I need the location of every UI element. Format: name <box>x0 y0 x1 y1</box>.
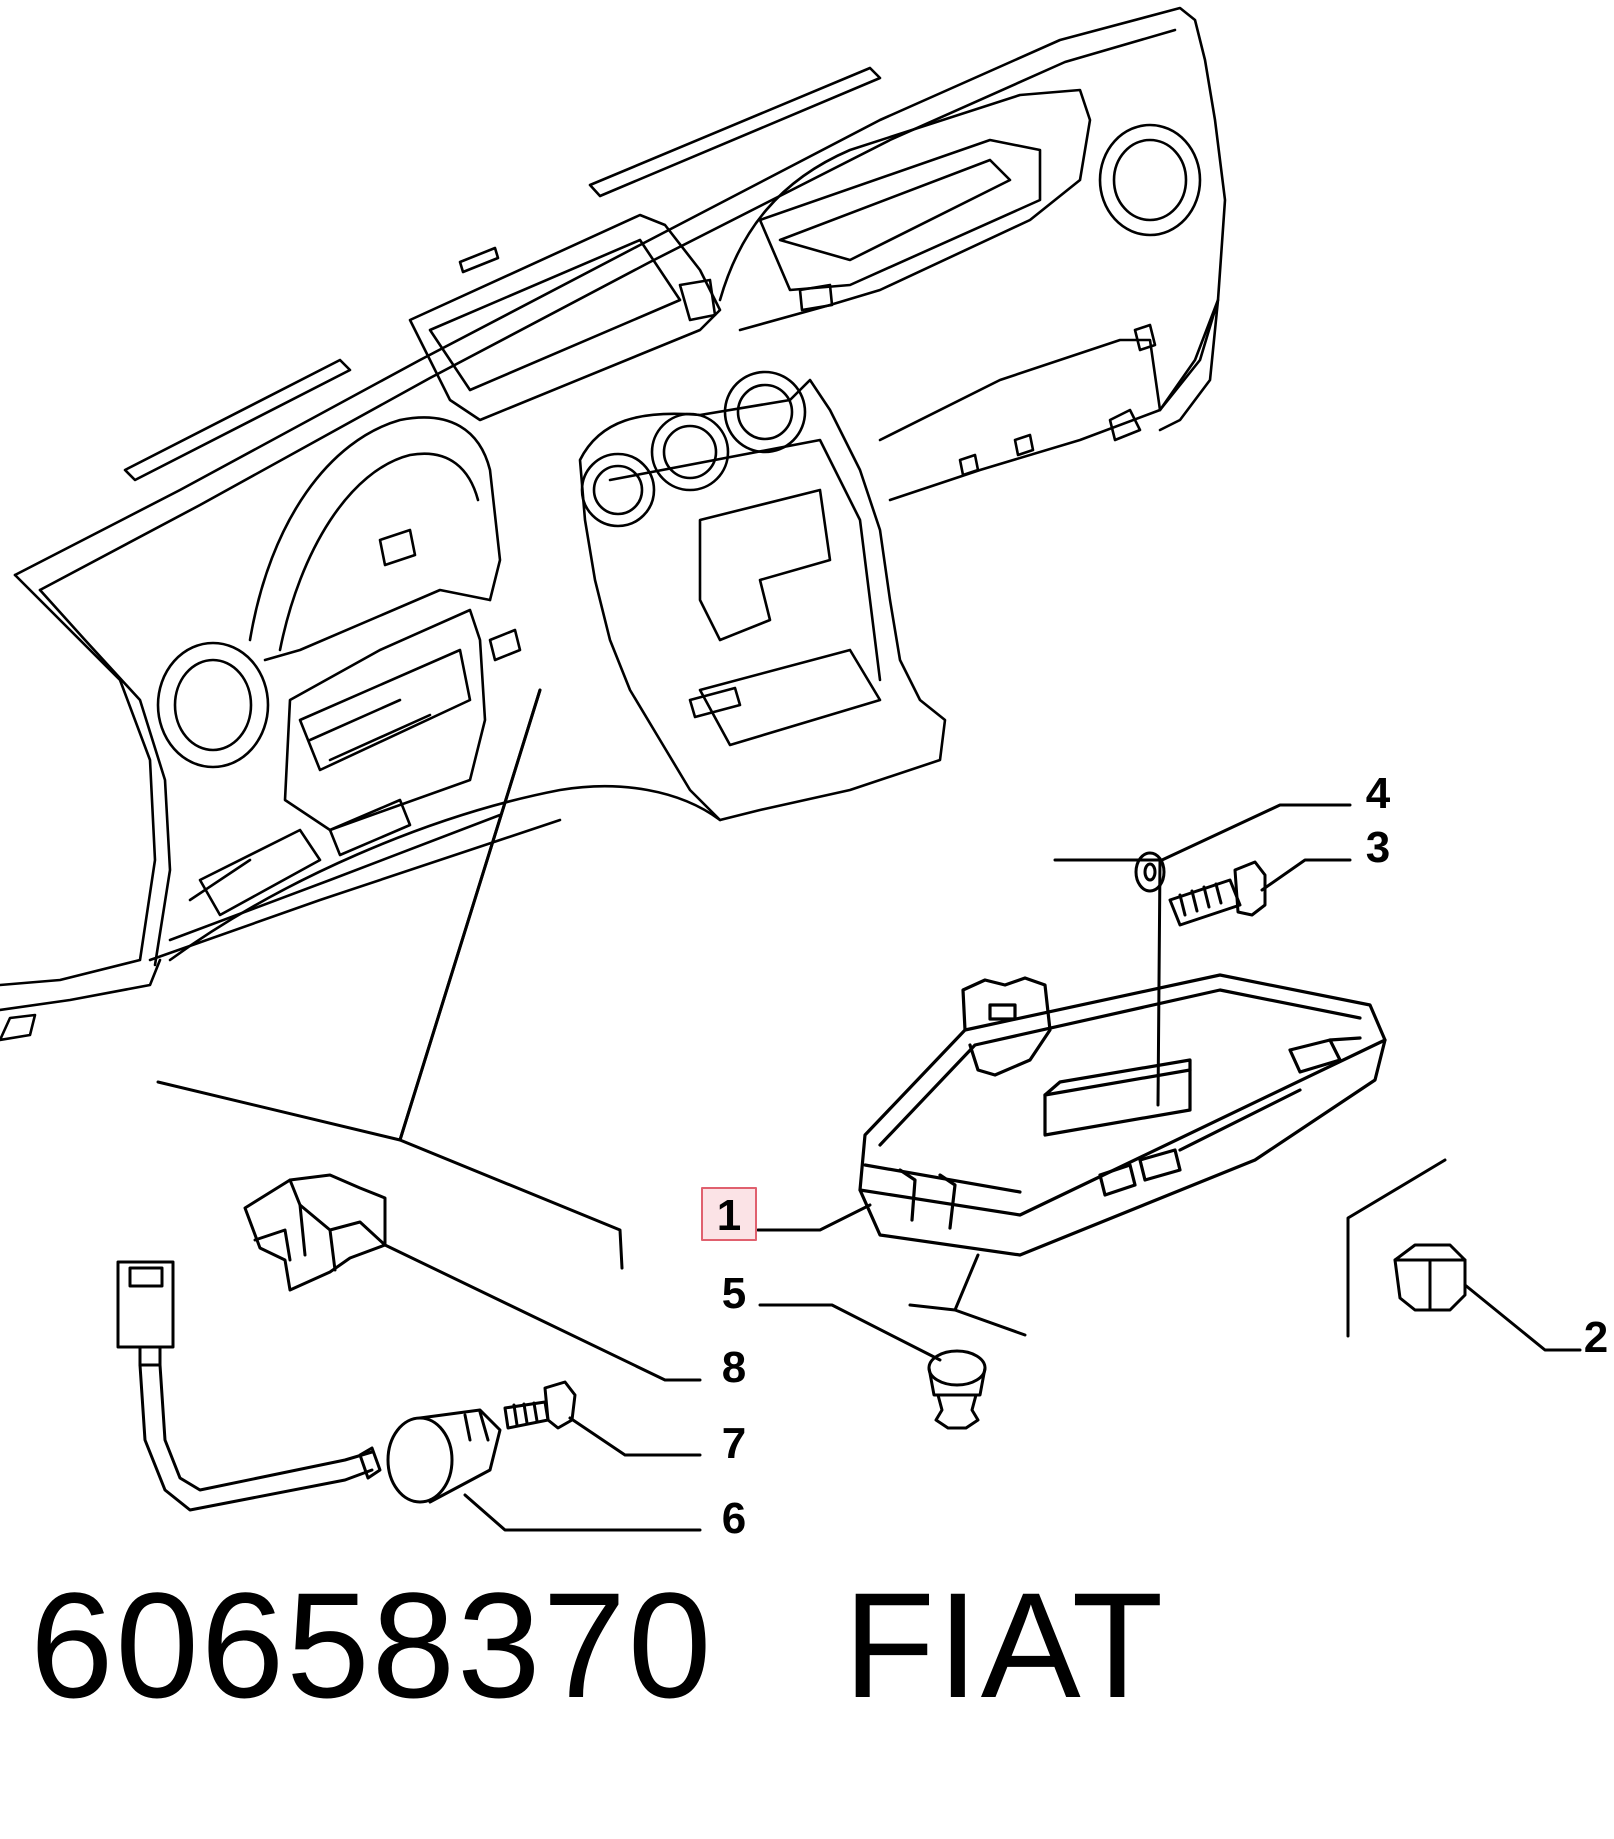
brand-name: FIAT <box>843 1561 1166 1729</box>
leader-1 <box>756 1203 872 1232</box>
part-7-screw <box>503 1380 577 1430</box>
dashboard-drawing <box>0 6 1227 1042</box>
part-8-bracket <box>243 1173 387 1292</box>
callout-4: 4 <box>1366 769 1391 818</box>
leader-8 <box>383 1243 702 1382</box>
callout-3: 3 <box>1366 823 1390 872</box>
part-3-bolt <box>1168 860 1267 927</box>
highlight-box <box>701 1187 757 1241</box>
callout-leaders <box>383 803 1582 1532</box>
part-5-clip <box>927 1349 987 1430</box>
part-number: 60658370 <box>30 1561 714 1729</box>
leader-2 <box>1463 1283 1582 1352</box>
part-2-relay <box>1393 1243 1467 1312</box>
callout-8: 8 <box>722 1343 746 1392</box>
leader-lines <box>156 688 1447 1338</box>
part-6-wiring-harness <box>116 1260 502 1512</box>
callout-5: 5 <box>722 1269 746 1318</box>
part-4-washer <box>1134 851 1166 893</box>
leader-5 <box>758 1303 942 1362</box>
leader-6 <box>463 1493 702 1532</box>
callout-6: 6 <box>722 1494 746 1543</box>
leader-7 <box>568 1416 702 1457</box>
callout-7: 7 <box>722 1419 746 1468</box>
part-1-control-unit <box>858 973 1387 1257</box>
callout-1: 1 <box>717 1191 741 1240</box>
callout-2: 2 <box>1584 1313 1608 1362</box>
callout-labels: 1 2 3 4 5 6 7 8 <box>701 769 1608 1543</box>
leader-3 <box>1260 858 1352 892</box>
leader-4 <box>1160 803 1352 862</box>
